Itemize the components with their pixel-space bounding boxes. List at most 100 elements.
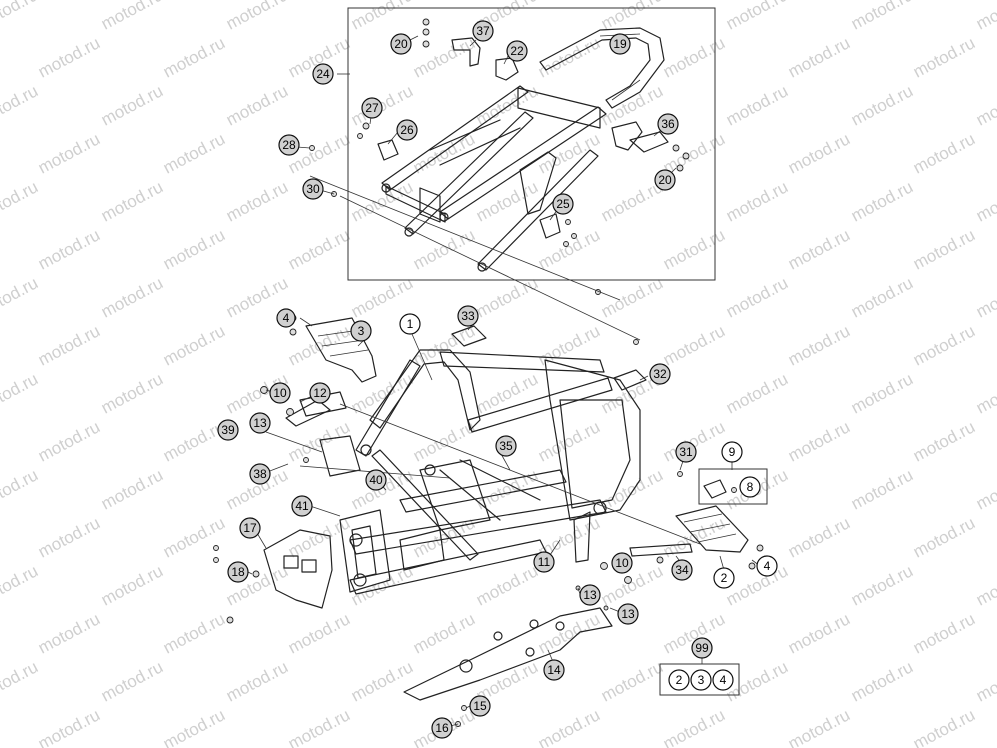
watermark-text: motod.ru (910, 129, 978, 177)
callout-9: 9 (721, 441, 743, 463)
watermark-text: motod.ru (98, 177, 166, 225)
callout-10b: 10 (611, 552, 633, 574)
callout-28-label: 28 (282, 138, 296, 152)
callout-12: 12 (309, 382, 331, 404)
watermark-text: motod.ru (910, 609, 978, 657)
watermark-text: motod.ru (223, 177, 291, 225)
watermark-text: motod.ru (660, 129, 728, 177)
callout-20b-label: 20 (658, 173, 672, 187)
watermark-text: motod.ru (0, 657, 41, 705)
callout-10a-label: 10 (273, 386, 287, 400)
callout-99-label: 99 (695, 641, 709, 655)
callout-39: 39 (217, 419, 239, 441)
watermark-text: motod.ru (660, 321, 728, 369)
watermark-text: motod.ru (285, 225, 353, 273)
watermark-text: motod.ru (848, 81, 916, 129)
callout-26-label: 26 (400, 123, 414, 137)
callout-20a: 20 (390, 33, 412, 55)
callout-27: 27 (361, 97, 383, 119)
callout-32-label: 32 (653, 367, 667, 381)
kit-99-box (659, 663, 740, 696)
watermark-text: motod.ru (0, 81, 41, 129)
watermark-text: motod.ru (848, 0, 916, 34)
callout-18-label: 18 (231, 565, 245, 579)
callout-1-label: 1 (407, 317, 414, 331)
watermark-text: motod.ru (223, 0, 291, 34)
callout-19: 19 (609, 33, 631, 55)
watermark-text: motod.ru (35, 609, 103, 657)
front-guard (263, 529, 333, 609)
watermark-text: motod.ru (723, 369, 791, 417)
watermark-text: motod.ru (535, 417, 603, 465)
callout-24-label: 24 (316, 67, 330, 81)
callout-15-label: 15 (473, 699, 487, 713)
watermark-text: motod.ru (473, 561, 541, 609)
watermark-text: motod.ru (660, 225, 728, 273)
watermark-text: motod.ru (473, 81, 541, 129)
callout-25-label: 25 (556, 197, 570, 211)
watermark-text: motod.ru (973, 657, 997, 705)
watermark-text: motod.ru (973, 0, 997, 34)
callout-13a-label: 13 (253, 416, 267, 430)
callout-30: 30 (302, 178, 324, 200)
callout-3-label: 3 (358, 324, 365, 338)
skid-plate (403, 607, 613, 701)
callout-16: 16 (431, 717, 453, 739)
watermark-text: motod.ru (160, 417, 228, 465)
watermark-text: motod.ru (0, 561, 41, 609)
watermark-text: motod.ru (35, 129, 103, 177)
kit-99-item-4-label: 4 (720, 673, 727, 687)
watermark-text: motod.ru (785, 33, 853, 81)
callout-1: 1 (399, 313, 421, 335)
callout-28: 28 (278, 134, 300, 156)
callout-36: 36 (657, 113, 679, 135)
main-frame (299, 349, 641, 595)
callout-8-label: 8 (747, 480, 754, 494)
watermark-text: motod.ru (910, 33, 978, 81)
watermark-text: motod.ru (98, 657, 166, 705)
callout-13c: 13 (617, 603, 639, 625)
callout-99: 99 (691, 637, 713, 659)
callout-15: 15 (469, 695, 491, 717)
callout-34-label: 34 (675, 563, 689, 577)
watermark-text: motod.ru (35, 225, 103, 273)
callout-38: 38 (249, 463, 271, 485)
watermark-text: motod.ru (0, 465, 41, 513)
watermark-text: motod.ru (785, 513, 853, 561)
watermark-text: motod.ru (35, 417, 103, 465)
watermark-text: motod.ru (0, 273, 41, 321)
watermark-text: motod.ru (973, 273, 997, 321)
callout-3: 3 (350, 320, 372, 342)
callout-33-label: 33 (461, 309, 475, 323)
callout-22-label: 22 (510, 44, 524, 58)
watermark-text: motod.ru (285, 705, 353, 748)
watermark-text: motod.ru (660, 33, 728, 81)
watermark-text: motod.ru (98, 465, 166, 513)
watermark-text: motod.ru (910, 321, 978, 369)
right-footrest (675, 505, 749, 553)
watermark-text: motod.ru (598, 81, 666, 129)
callout-4a-label: 4 (283, 311, 290, 325)
watermark-text: motod.ru (598, 465, 666, 513)
watermark-text: motod.ru (848, 177, 916, 225)
watermark-text: motod.ru (35, 33, 103, 81)
watermark-text: motod.ru (848, 561, 916, 609)
callout-40-label: 40 (369, 473, 383, 487)
watermark-text: motod.ru (973, 369, 997, 417)
callout-31-label: 31 (679, 445, 693, 459)
watermark-text: motod.ru (910, 225, 978, 273)
watermark-text: motod.ru (348, 657, 416, 705)
watermark-text: motod.ru (785, 225, 853, 273)
watermark-text: motod.ru (160, 705, 228, 748)
watermark-text: motod.ru (785, 129, 853, 177)
watermark-text: motod.ru (723, 81, 791, 129)
callout-9-label: 9 (729, 445, 736, 459)
callout-11: 11 (533, 551, 555, 573)
callout-14: 14 (543, 659, 565, 681)
callout-12-label: 12 (313, 386, 327, 400)
part-9-group-box (698, 468, 768, 505)
watermark-text: motod.ru (723, 0, 791, 34)
watermark-text: motod.ru (160, 609, 228, 657)
